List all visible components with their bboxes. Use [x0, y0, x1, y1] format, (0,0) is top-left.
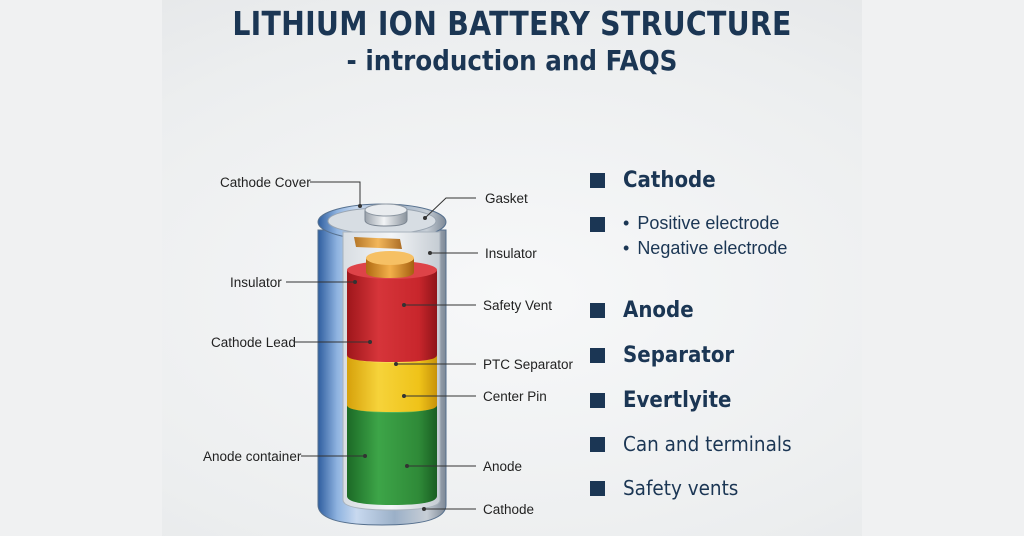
- title-line-1: LITHIUM ION BATTERY STRUCTURE: [232, 4, 792, 43]
- callout-insulator-right: Insulator: [485, 246, 537, 261]
- callout-gasket: Gasket: [485, 191, 528, 206]
- callout-center-pin: Center Pin: [483, 389, 547, 404]
- callout-cathode-lead: Cathode Lead: [211, 335, 296, 350]
- yellow-layer: [347, 355, 437, 412]
- legend-item: Evertlyite: [590, 388, 744, 413]
- callout-anode: Anode: [483, 459, 522, 474]
- square-bullet-icon: [590, 480, 605, 496]
- legend-item: Cathode: [590, 168, 726, 193]
- page-title: LITHIUM ION BATTERY STRUCTURE - introduc…: [0, 6, 1024, 76]
- square-bullet-icon: [590, 217, 605, 232]
- square-bullet-icon: [590, 436, 605, 452]
- sub-item: Positive electrode: [623, 211, 787, 236]
- component-legend: Cathode Positive electrode Negative elec…: [590, 0, 1010, 536]
- callout-anode-container: Anode container: [203, 449, 302, 464]
- legend-item: Anode: [590, 298, 701, 323]
- callout-insulator-left: Insulator: [230, 275, 282, 290]
- sub-item: Negative electrode: [623, 236, 787, 261]
- legend-item: Safety vents: [590, 476, 748, 500]
- right-margin: [862, 0, 1024, 536]
- square-bullet-icon: [590, 348, 605, 363]
- legend-label: Safety vents: [623, 476, 739, 500]
- cathode-cap: [364, 203, 408, 227]
- legend-label: Evertlyite: [623, 388, 732, 413]
- left-margin: [0, 0, 162, 536]
- legend-label: Anode: [623, 298, 694, 323]
- legend-item: Can and terminals: [590, 432, 806, 456]
- legend-label: Can and terminals: [623, 432, 792, 456]
- callout-cathode-cover: Cathode Cover: [220, 175, 311, 190]
- green-layer: [347, 405, 437, 505]
- square-bullet-icon: [590, 303, 605, 318]
- title-line-2: - introduction and FAQS: [346, 43, 678, 77]
- square-bullet-icon: [590, 173, 605, 188]
- red-layer: [347, 270, 437, 362]
- callout-cathode: Cathode: [483, 502, 534, 517]
- battery-cutaway: [342, 231, 441, 511]
- leader-dots: [353, 204, 432, 511]
- callout-safety-vent: Safety Vent: [483, 298, 552, 313]
- legend-item: Separator: [590, 343, 747, 368]
- leader-lines: [286, 181, 478, 510]
- legend-label: Separator: [623, 343, 735, 368]
- callout-ptc-separator: PTC Separator: [483, 357, 574, 372]
- legend-label: Cathode: [623, 168, 716, 193]
- legend-sub-list: Positive electrode Negative electrode: [590, 211, 787, 261]
- square-bullet-icon: [590, 393, 605, 408]
